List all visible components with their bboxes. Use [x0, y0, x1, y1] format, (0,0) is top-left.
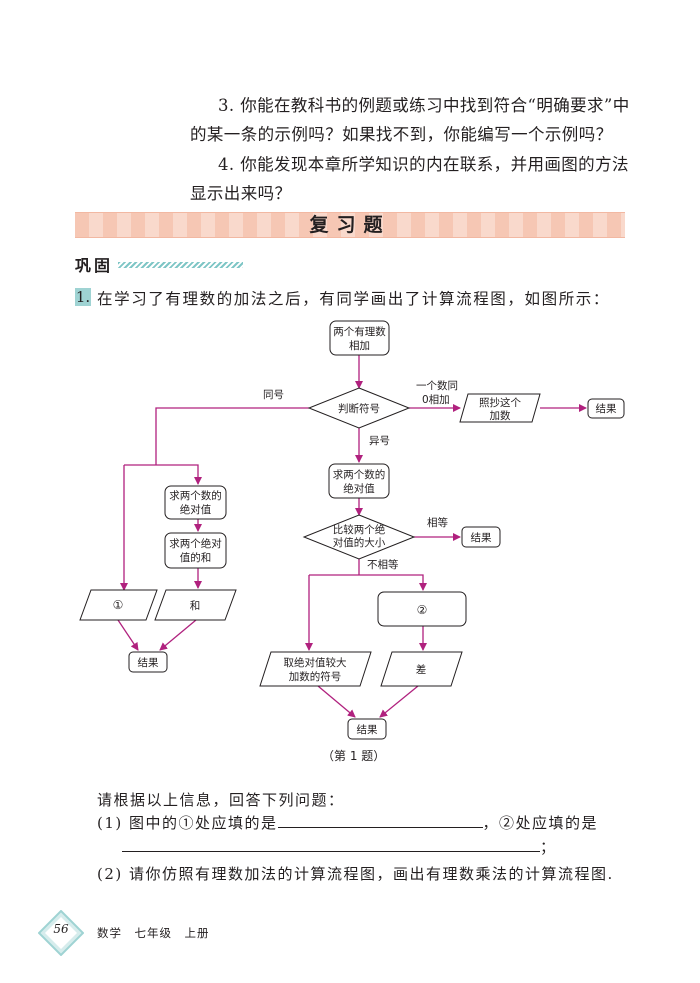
blank-2-node — [377, 591, 467, 627]
start-text-2: 相加 — [349, 339, 370, 352]
question-number: 1. — [75, 288, 91, 306]
page-number-badge — [38, 910, 84, 956]
compare-text-2: 对值的大小 — [333, 536, 386, 549]
sign-node — [259, 651, 372, 687]
prompt-text: 请根据以上信息，回答下列问题： — [97, 791, 345, 809]
result-left-node — [128, 651, 168, 673]
figure-caption: （第 1 题） — [322, 749, 386, 763]
label-not-equal: 不相等 — [367, 558, 399, 571]
sign-text-1: 取绝对值较大 — [284, 656, 347, 669]
sign-text-2: 加数的符号 — [289, 670, 342, 683]
result-bottom-text: 结果 — [357, 723, 378, 736]
left-abs-text-2: 绝对值 — [180, 503, 212, 516]
diff-node — [380, 651, 463, 687]
start-text-1: 两个有理数 — [333, 325, 386, 338]
result-bottom-node — [347, 718, 387, 740]
item-4-line-2: 显示出来吗？ — [190, 184, 292, 203]
compare-node — [302, 514, 416, 560]
review-banner: 复习题 — [75, 212, 625, 238]
sum-node — [154, 589, 237, 621]
blank-1-node — [79, 589, 158, 621]
blank-1-text: ① — [113, 598, 124, 612]
left-abs-text-1: 求两个数的 — [169, 489, 222, 502]
item-3-line-2: 的某一条的示例吗？如果找不到，你能编写一个示例吗？ — [190, 125, 613, 144]
item-4-line-1: 4. 你能发现本章所学知识的内在联系，并用画图的方法 — [218, 155, 629, 174]
label-zero-1: 一个数同 — [416, 379, 458, 392]
answer-blank-2[interactable] — [122, 837, 540, 852]
result-top-node — [587, 398, 625, 419]
abs-both-node — [328, 463, 390, 499]
start-node — [329, 320, 390, 356]
label-same-sign: 同号 — [263, 389, 284, 401]
section-stripe — [118, 262, 243, 268]
answer-blank-1[interactable] — [277, 813, 483, 828]
label-zero-2: 0相加 — [422, 393, 450, 406]
sub-question-1-a: (1) 图中的①处应填的是 — [97, 814, 278, 832]
sub-question-1: (1) 图中的①处应填的是 ，②处应填的是 — [97, 812, 598, 833]
copy-text-1: 照抄这个 — [479, 396, 521, 409]
blank-2-text: ② — [417, 603, 428, 617]
compare-text-1: 比较两个绝 — [333, 523, 386, 536]
sub-question-1-line-2: ； — [122, 836, 557, 857]
left-sum-text-1: 求两个绝对 — [169, 537, 222, 550]
abs-both-text-2: 绝对值 — [343, 482, 375, 495]
banner-title: 复习题 — [309, 214, 391, 236]
copy-text-2: 加数 — [490, 409, 511, 422]
result-equal-node — [461, 526, 501, 548]
sub-question-1-b: ，②处应填的是 — [482, 814, 599, 832]
question-text: 在学习了有理数的加法之后，有同学画出了计算流程图，如图所示： — [97, 290, 611, 308]
sub-question-1-c: ； — [540, 838, 557, 856]
copy-addend-node — [459, 393, 541, 423]
page-number: 56 — [53, 922, 69, 936]
left-sum-text-2: 值的和 — [180, 551, 212, 564]
left-abs-node — [164, 485, 227, 520]
result-equal-text: 结果 — [471, 531, 492, 544]
result-left-text: 结果 — [138, 656, 159, 669]
section-heading: 巩固 — [75, 256, 114, 275]
sum-text: 和 — [190, 600, 201, 612]
flowchart-connectors — [117, 355, 587, 718]
label-diff-sign: 异号 — [369, 435, 390, 447]
left-sum-node — [164, 532, 227, 569]
diff-text: 差 — [416, 663, 427, 676]
footer-text: 数学 七年级 上册 — [97, 926, 210, 940]
item-3-line-1: 3. 你能在教科书的例题或练习中找到符合“明确要求”中 — [218, 96, 630, 115]
label-equal: 相等 — [427, 516, 448, 529]
decision-sign-node — [307, 387, 411, 429]
decision-sign-text: 判断符号 — [338, 402, 380, 415]
abs-both-text-1: 求两个数的 — [333, 468, 386, 481]
result-top-text: 结果 — [596, 402, 617, 415]
sub-question-2: (2) 请你仿照有理数加法的计算流程图，画出有理数乘法的计算流程图. — [97, 865, 614, 883]
